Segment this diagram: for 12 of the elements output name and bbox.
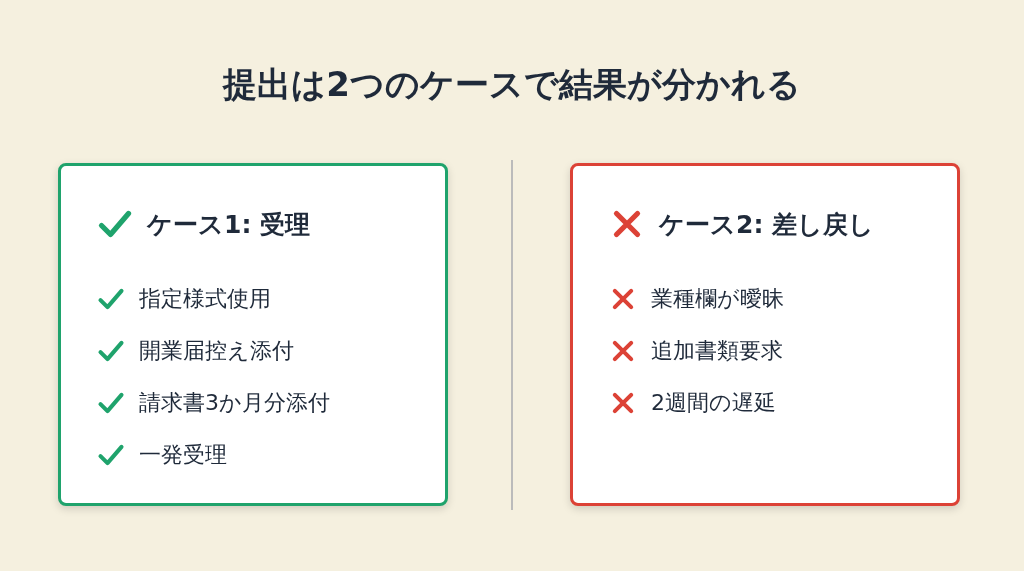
list-item: 開業届控え添付 — [139, 337, 294, 365]
card-heading: ケース1: 受理 — [147, 208, 311, 241]
list-item: 一発受理 — [139, 441, 227, 469]
title: 提出は2つのケースで結果が分かれる — [221, 63, 802, 106]
case-card — [58, 163, 448, 506]
list-item: 指定様式使用 — [139, 285, 271, 313]
list-item: 請求書3か月分添付 — [139, 389, 330, 417]
case-card — [570, 163, 960, 506]
list-item: 2週間の遅延 — [651, 389, 776, 417]
list-item: 業種欄が曖昧 — [651, 285, 784, 313]
list-item: 追加書類要求 — [651, 337, 783, 365]
card-heading: ケース2: 差し戻し — [659, 208, 875, 241]
